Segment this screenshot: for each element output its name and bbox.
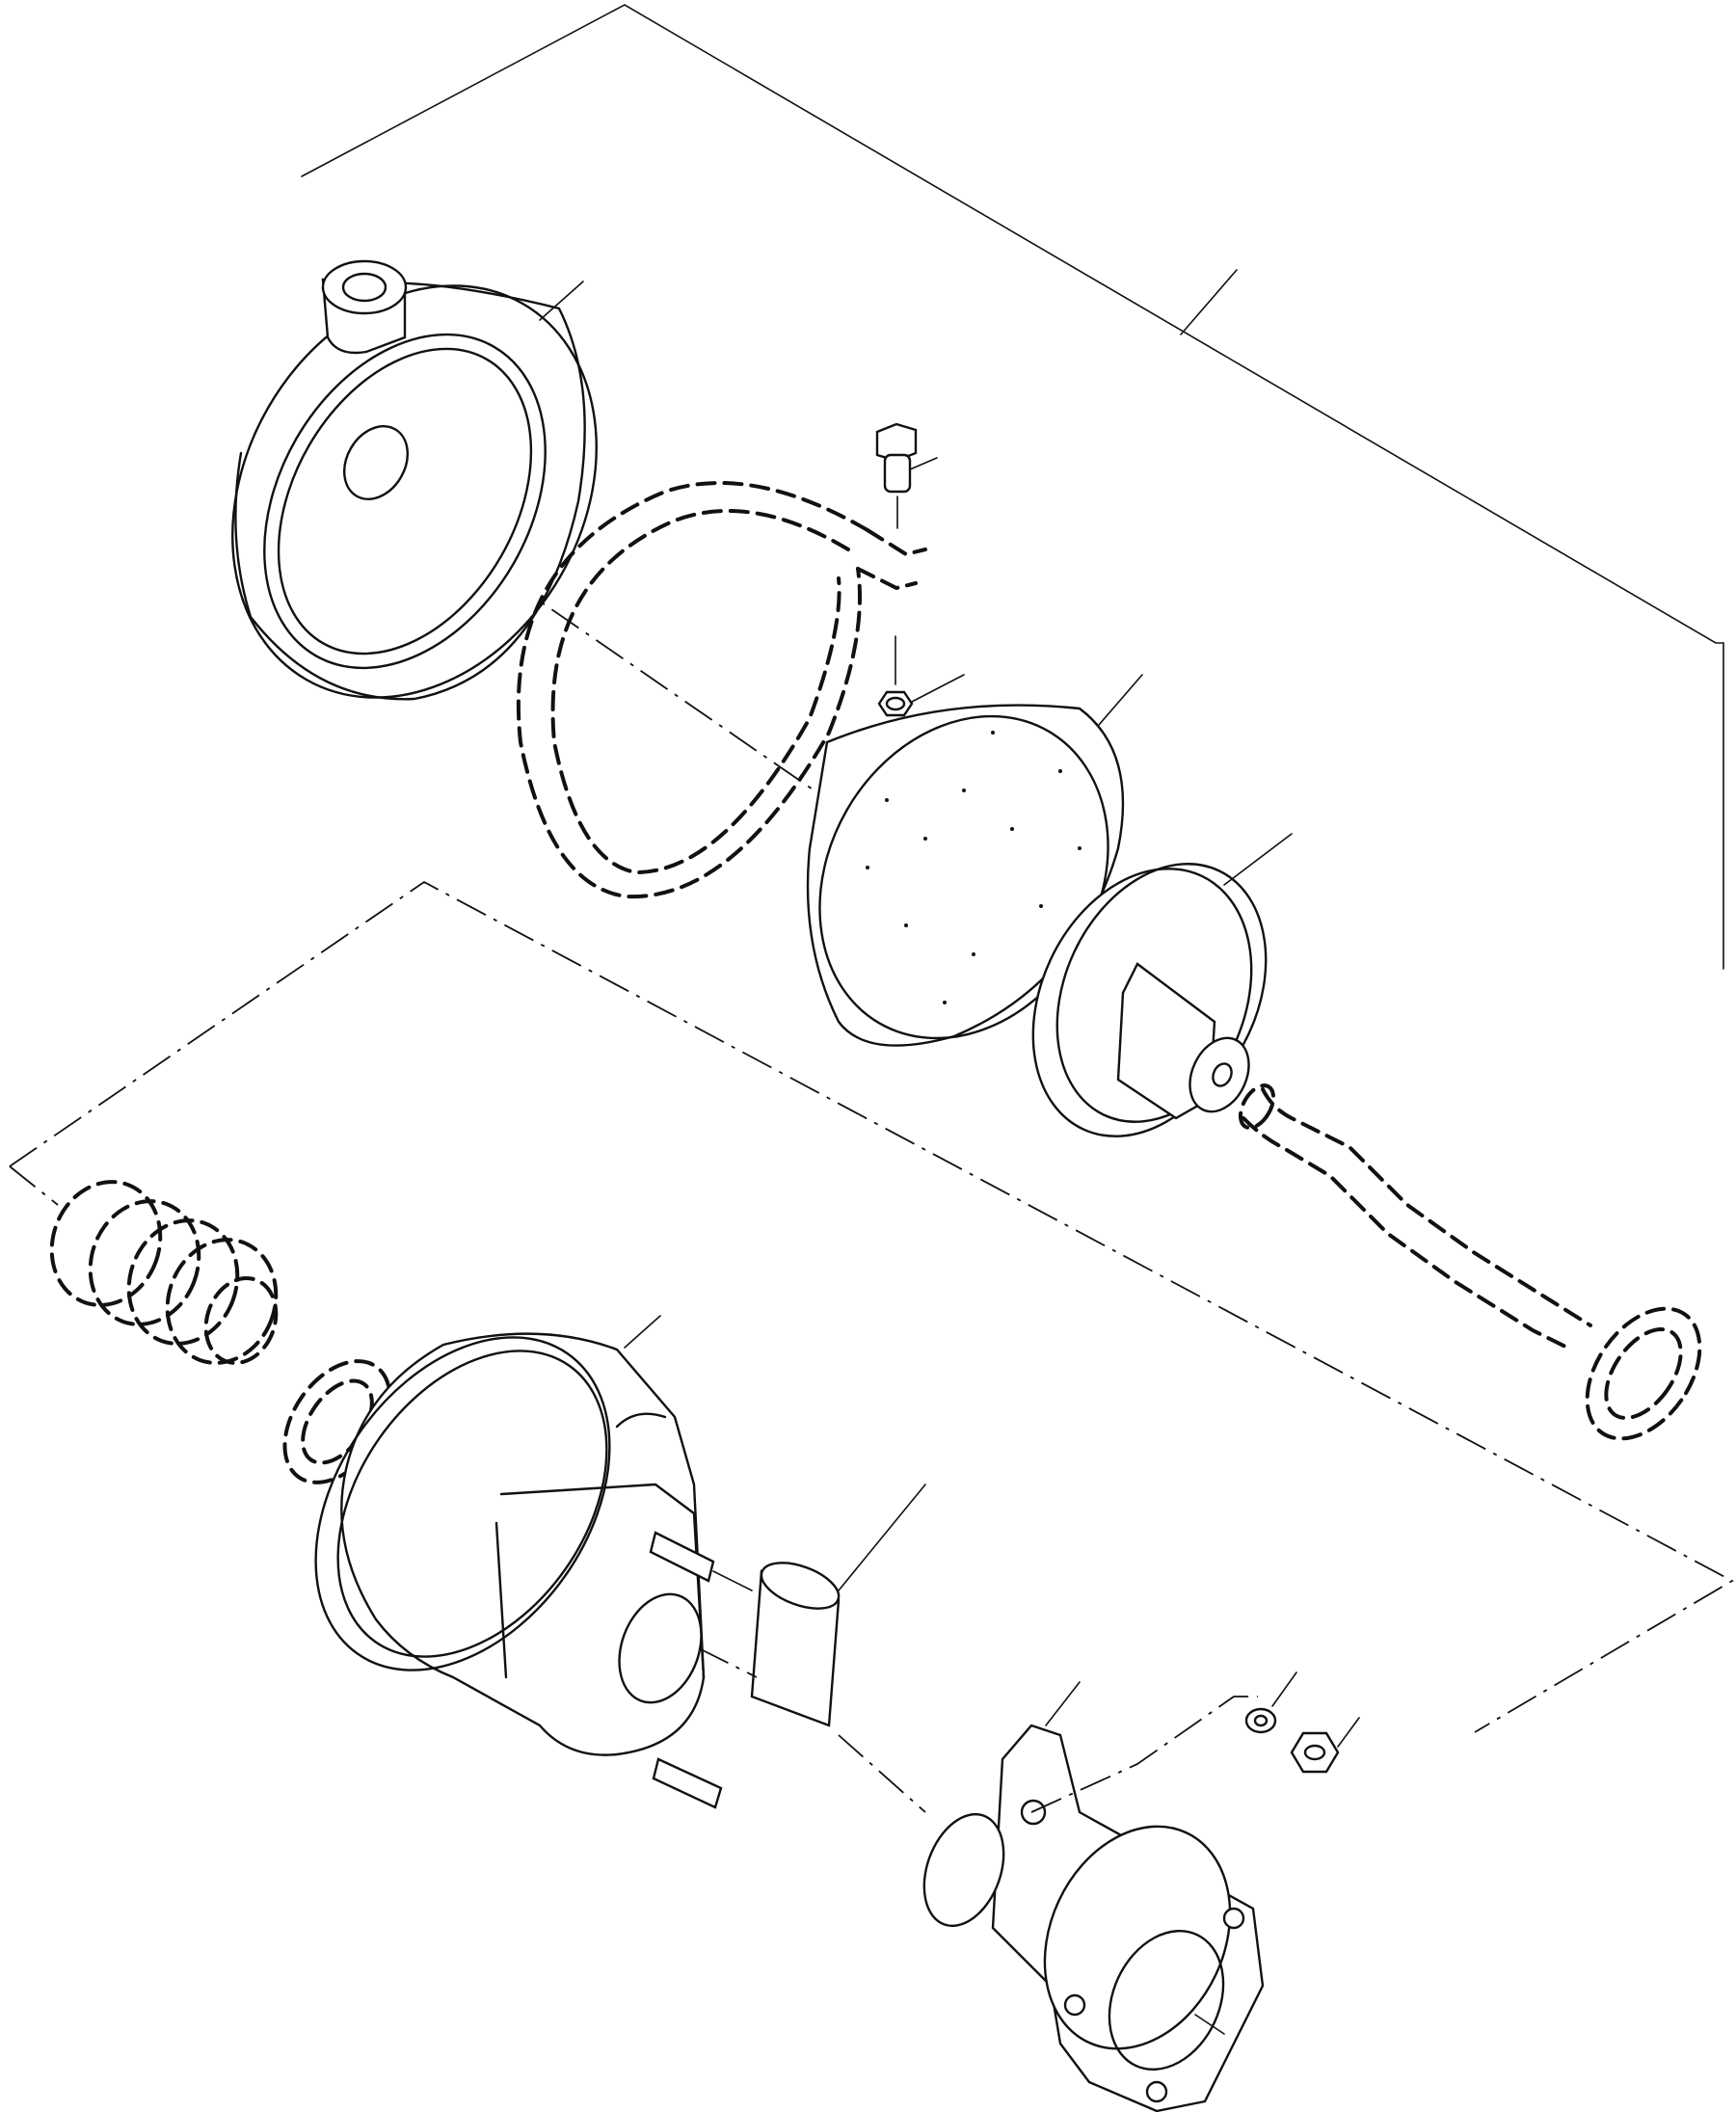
stud-upper bbox=[649, 1531, 753, 1591]
upper-housing bbox=[231, 259, 598, 701]
lower-group-bracket bbox=[9, 880, 1734, 1733]
hex-nut-upper bbox=[877, 635, 965, 717]
lower-housing bbox=[314, 1315, 706, 1756]
piston-plate bbox=[1031, 833, 1293, 1137]
clamp-band bbox=[516, 481, 927, 899]
bushing bbox=[698, 1484, 926, 1813]
upper-group-bracket bbox=[301, 4, 1724, 970]
stud-lower bbox=[652, 1757, 723, 1809]
push-rod bbox=[1238, 1083, 1592, 1351]
cap-screw bbox=[875, 422, 938, 529]
diaphragm-texture bbox=[866, 731, 1082, 1004]
hex-nut-lower bbox=[1290, 1717, 1360, 1774]
hardware-axis bbox=[1030, 1696, 1258, 1813]
lock-washer bbox=[1244, 1671, 1297, 1734]
mounting-flange bbox=[922, 1681, 1265, 2112]
return-spring bbox=[49, 1180, 279, 1365]
seal-ring-right bbox=[1585, 1306, 1702, 1441]
